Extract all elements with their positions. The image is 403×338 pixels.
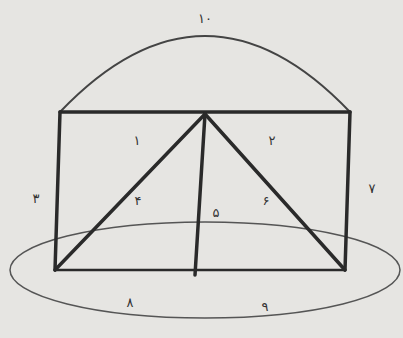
edge-number: ۶ (263, 194, 270, 207)
left-edge (55, 112, 60, 270)
bottom-edge (55, 269, 345, 272)
edge-number: ۷ (369, 182, 376, 195)
edge-number: ۵ (213, 206, 220, 219)
edge-number: ۹ (262, 300, 269, 313)
right-diagonal (205, 114, 345, 270)
arc-edge (60, 36, 350, 112)
right-edge (345, 112, 350, 270)
edge-number: ۱۰ (198, 12, 212, 25)
edge-number: ۳ (33, 192, 40, 205)
middle-edge (195, 114, 205, 275)
ellipse-edge (10, 222, 400, 318)
edge-number: ۲ (269, 134, 276, 147)
edge-number: ۸ (127, 296, 134, 309)
edge-number: ۱ (134, 134, 141, 147)
edge-number: ۴ (135, 194, 142, 207)
left-diagonal (55, 114, 205, 270)
